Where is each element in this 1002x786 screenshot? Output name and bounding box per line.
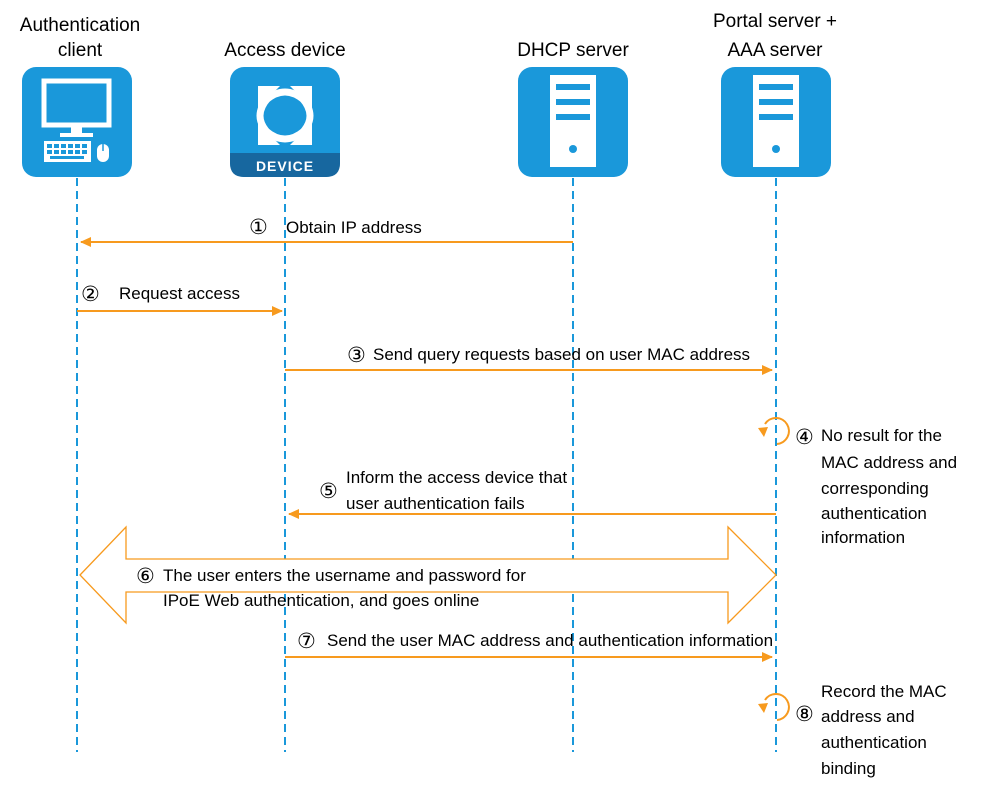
step-4-text-line-1: No result for the [821, 426, 942, 445]
step-8-label: ⑧ Record the MAC address and authenticat… [795, 682, 947, 778]
step-8-self-loop [758, 693, 790, 721]
step-7-label: ⑦ Send the user MAC address and authenti… [297, 630, 773, 653]
dhcp-server-label: DHCP server [517, 40, 629, 61]
step-6-number: ⑥ [136, 565, 155, 588]
step-7-text: Send the user MAC address and authentica… [327, 631, 773, 650]
step-6-text-line-2: IPoE Web authentication, and goes online [163, 591, 479, 610]
lifelines [76, 178, 777, 752]
message-arrows [77, 237, 776, 662]
step-1-number: ① [249, 216, 268, 239]
step-2-label: ② Request access [81, 283, 240, 306]
step-6-double-arrow [79, 525, 777, 625]
step-1-text: Obtain IP address [286, 218, 422, 237]
step-4-label: ④ No result for the MAC address and corr… [795, 426, 957, 547]
step-5-text-line-1: Inform the access device that [346, 468, 567, 487]
step-5-label: ⑤ Inform the access device that user aut… [319, 468, 567, 513]
computer-icon [22, 67, 132, 177]
client-label-line-2: client [58, 40, 103, 61]
step-4-text-line-3: corresponding [821, 479, 929, 498]
step-5-text-line-2: user authentication fails [346, 494, 525, 513]
step-8-text-line-3: authentication [821, 733, 927, 752]
participant-portal-aaa-server: Portal server + AAA server [713, 11, 837, 177]
step-7-number: ⑦ [297, 630, 316, 653]
step-6-text-line-1: The user enters the username and passwor… [163, 566, 526, 585]
step-2-number: ② [81, 283, 100, 306]
step-4-text-line-5: information [821, 528, 905, 547]
step-4-text-line-4: authentication [821, 504, 927, 523]
step-6-label: ⑥ The user enters the username and passw… [136, 565, 526, 610]
step-3-number: ③ [347, 344, 366, 367]
step-4-number: ④ [795, 426, 814, 449]
step-8-text-line-4: binding [821, 759, 876, 778]
step-1-label: ① Obtain IP address [249, 216, 422, 239]
step-8-number: ⑧ [795, 703, 814, 726]
access-device-label: Access device [224, 40, 345, 61]
step-2-text: Request access [119, 284, 240, 303]
step-4-text-line-2: MAC address and [821, 453, 957, 472]
device-badge-text: DEVICE [256, 158, 314, 174]
device-icon: DEVICE [230, 67, 340, 177]
participant-access-device: Access device DEVICE [224, 40, 346, 177]
step-4-self-loop [758, 417, 790, 445]
step-8-text-line-1: Record the MAC [821, 682, 947, 701]
step-8-text-line-2: address and [821, 707, 915, 726]
portal-label-line-2: AAA server [727, 40, 823, 61]
server-icon [518, 67, 628, 177]
server-icon [721, 67, 831, 177]
step-5-number: ⑤ [319, 480, 338, 503]
step-3-label: ③ Send query requests based on user MAC … [347, 344, 750, 367]
portal-label-line-1: Portal server + [713, 11, 837, 32]
participant-client: Authentication client [20, 15, 140, 177]
participant-dhcp-server: DHCP server [517, 40, 629, 177]
step-3-text: Send query requests based on user MAC ad… [373, 345, 750, 364]
client-label-line-1: Authentication [20, 15, 140, 36]
